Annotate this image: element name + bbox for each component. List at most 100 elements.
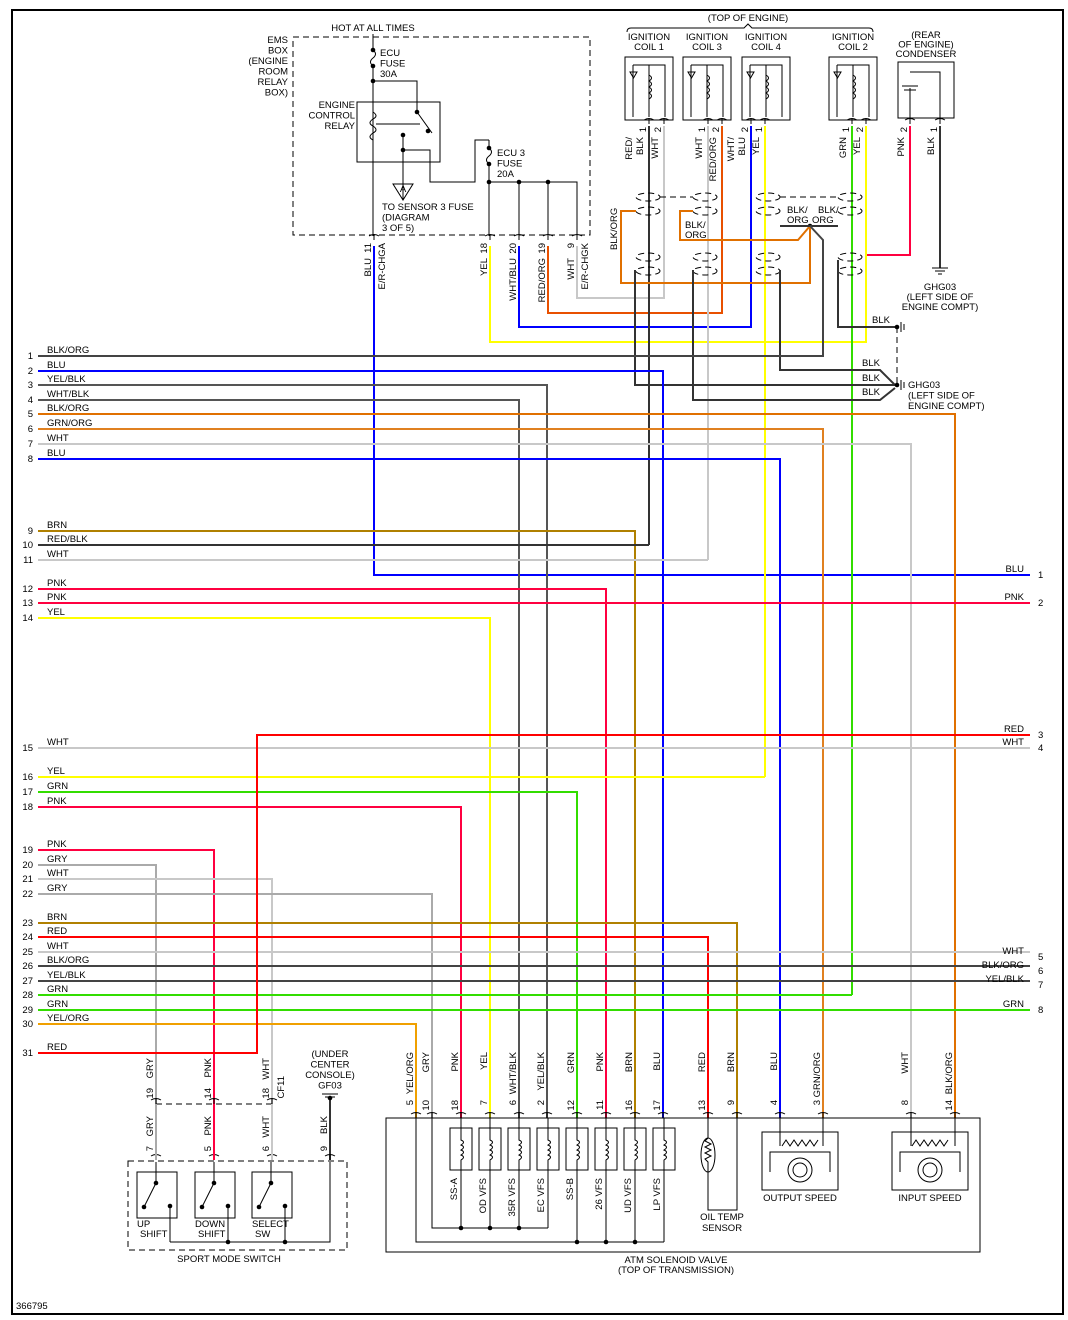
oil-temp-sensor-circuit	[703, 1118, 738, 1211]
ecu-pin-circuit: E/R-CHGK	[580, 242, 591, 289]
cf11-pin-color: WHT	[261, 1058, 272, 1080]
atm-pin-number: 18	[450, 1100, 461, 1111]
solenoid-common	[415, 1118, 664, 1243]
cf11-pin-number: 14	[203, 1088, 214, 1099]
bus-wire-14	[38, 617, 491, 1118]
atm-pin-number: 13	[697, 1100, 708, 1111]
solenoid-box	[652, 1127, 676, 1171]
atm-pin-number: 4	[769, 1100, 780, 1105]
bus-wire-number: 27	[22, 976, 33, 987]
atm-pin-color: BRN	[624, 1052, 635, 1072]
coil-pin-color: GRN	[838, 137, 849, 158]
junction-dot	[256, 1204, 262, 1210]
cf11-pin-number: 19	[145, 1088, 156, 1099]
bus-wire-color-label: BRN	[47, 520, 67, 531]
solenoid-label: LP VFS	[652, 1178, 663, 1211]
atm-pin	[905, 1112, 917, 1118]
solenoid-box	[507, 1127, 531, 1171]
bus-wire-number: 3	[28, 380, 33, 391]
ground-ghg03-label: GHG03	[924, 282, 956, 293]
ground-ghg03-label: GHG03	[908, 380, 940, 391]
junction-dot	[199, 1204, 205, 1210]
output-speed-sensor-label: OUTPUT SPEED	[763, 1193, 837, 1204]
atm-pin	[410, 1112, 422, 1118]
shield-icon	[755, 206, 781, 216]
relay-coil	[369, 111, 377, 141]
bus-wire-number: 18	[22, 802, 33, 813]
ecu-fuse-label: ECU	[380, 48, 400, 59]
switch-label: SHIFT	[140, 1229, 168, 1240]
ground-ghg03-label: ENGINE COMPT)	[902, 302, 979, 313]
coil-internal	[749, 64, 783, 117]
rotor-icon	[922, 1162, 938, 1178]
switch-label: SW	[255, 1229, 270, 1240]
atm-solenoid-title: ATM SOLENOID VALVE	[625, 1255, 728, 1266]
atm-pin-color: YEL/BLK	[536, 1051, 547, 1090]
bus-wire-color-label: WHT	[47, 941, 69, 952]
ground-icon	[900, 322, 905, 390]
coil-name: IGNITION	[686, 32, 728, 43]
bus-wire-color-label: GRN	[47, 999, 68, 1010]
switch-2-box	[251, 1171, 293, 1219]
engine-control-relay-label: ENGINE	[319, 100, 355, 111]
bus-wire-color-label: RED	[47, 926, 67, 937]
bus-wire-number: 7	[28, 439, 33, 450]
atm-pin-number: 10	[421, 1100, 432, 1111]
bus-wire-color-label: BLU	[47, 448, 66, 459]
shield-icon	[755, 192, 781, 202]
bus-wire-21	[38, 878, 273, 1160]
ecu-pin-color: WHT	[566, 258, 577, 280]
input-speed-sensor-coil-icon	[910, 1118, 956, 1147]
shield-icon	[692, 266, 718, 276]
cf11-pin	[208, 1098, 220, 1104]
diode-icon	[833, 71, 842, 79]
wire-ecu-yel-18	[489, 126, 867, 343]
coil-pin	[716, 118, 728, 124]
ecu-pin-number: 11	[363, 243, 374, 253]
switch-0-box	[136, 1171, 178, 1219]
coil-pin	[759, 118, 771, 124]
solenoid-box	[478, 1127, 502, 1171]
junction-dot	[486, 161, 492, 167]
junction-dot	[282, 1203, 288, 1209]
coil-pin	[846, 118, 858, 124]
output-speed-sensor-coil-icon	[779, 1118, 824, 1147]
ecu-connector-pin	[513, 234, 525, 240]
shield-icon	[837, 266, 863, 276]
bus-wire-color-label: PNK	[47, 796, 67, 807]
bus-wire-number: 28	[22, 990, 33, 1001]
ground-wire-blk	[779, 270, 896, 386]
coil-pin-color: WHT	[650, 137, 661, 159]
shield-icon	[755, 266, 781, 276]
ground-icon	[327, 1095, 333, 1101]
ground-icon	[894, 382, 900, 388]
shield-label: ORG	[812, 215, 834, 226]
shield-icon	[692, 252, 718, 262]
coil-pin-color: WHT	[694, 137, 705, 159]
coil-winding-icon	[706, 74, 710, 100]
ground-blk-label: BLK	[862, 358, 881, 369]
atm-pin-color: YEL/ORG	[405, 1052, 416, 1094]
atm-pin	[817, 1112, 829, 1118]
bus-wire-4	[38, 399, 520, 1118]
bus-wire-color-label: RED	[47, 1042, 67, 1053]
junction-dot	[268, 1180, 274, 1186]
shield-label: ORG	[685, 230, 707, 241]
right-wire-number: 6	[1038, 966, 1043, 977]
atm-pin	[455, 1112, 467, 1118]
bus-wire-color-label: BLU	[47, 360, 66, 371]
solenoid-label: 35R VFS	[507, 1178, 518, 1217]
console-ground-label: CENTER	[310, 1060, 349, 1071]
ecu-pin-number: 19	[537, 243, 548, 254]
ecu-pin-circuit: E/R-CHGA	[377, 242, 388, 289]
bus-wire-number: 29	[22, 1005, 33, 1016]
condenser-pin-color: PNK	[896, 136, 907, 156]
junction-dot	[486, 179, 492, 185]
ground-ghg03-label: (LEFT SIDE OF	[908, 391, 975, 402]
coil-winding-icon	[648, 74, 652, 100]
solenoid-coil-icon	[459, 1118, 464, 1228]
bus-wire-color-label: GRY	[47, 854, 68, 865]
condenser-pnk-wire	[866, 126, 911, 256]
bus-wire-number: 9	[28, 526, 33, 537]
solenoid-box	[623, 1127, 647, 1171]
